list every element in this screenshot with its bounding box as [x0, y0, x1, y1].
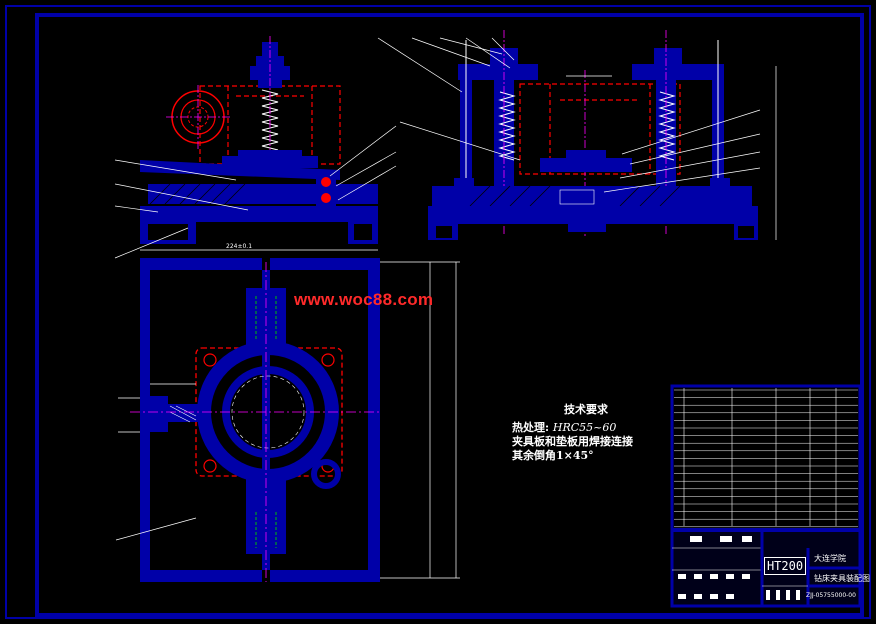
heat-treatment-label: 热处理: — [512, 421, 553, 434]
title-block — [670, 384, 862, 608]
heat-treatment-line: 热处理: HRC55~60 — [512, 421, 616, 435]
heat-treatment-value: HRC55~60 — [552, 421, 617, 434]
weld-note-line: 夹具板和垫板用焊接连接 — [512, 435, 633, 448]
tech-requirements-heading: 技术要求 — [564, 403, 608, 416]
school-name: 大连学院 — [814, 554, 846, 563]
drawing-number: ZJJ-05755000-00 — [806, 592, 856, 599]
chamfer-note-line: 其余倒角1×45° — [512, 449, 594, 462]
drawing-title: 钻床夹具装配图 — [814, 574, 870, 583]
front-view — [377, 30, 777, 240]
watermark-text: www.woc88.com — [294, 290, 434, 309]
outer-frame — [5, 5, 871, 619]
plan-view — [115, 258, 460, 582]
side-view: 224±0.1 — [114, 36, 397, 259]
material-cell: HT200 — [764, 557, 806, 575]
inner-frame — [35, 13, 864, 617]
svg-text:224±0.1: 224±0.1 — [226, 243, 252, 250]
